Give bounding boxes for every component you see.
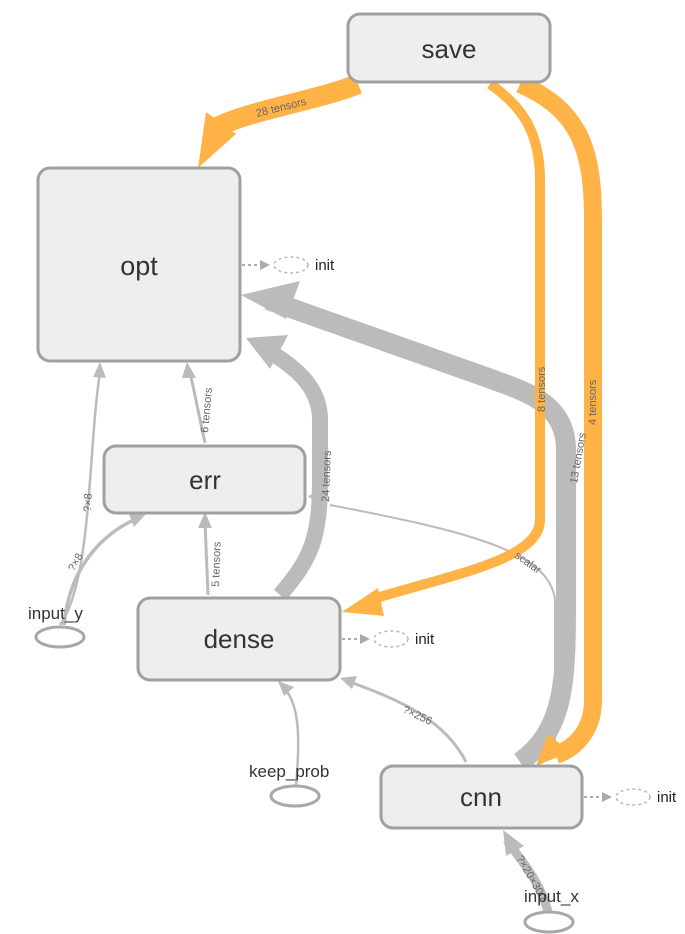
- edge-save-to-opt-arrowhead: [198, 112, 236, 168]
- edge-dense-to-err[interactable]: [203, 521, 210, 596]
- edge-label-input_y-opt: ?×8: [82, 493, 95, 512]
- edge-label-cnn-dense: ?×256: [401, 704, 434, 728]
- edge-label-err-opt: 6 tensors: [199, 387, 215, 434]
- node-input_x-label: input_x: [524, 887, 579, 906]
- opt-init[interactable]: init: [242, 256, 335, 274]
- edge-dense-to-opt[interactable]: [265, 345, 328, 601]
- edge-save-to-opt[interactable]: [210, 74, 362, 138]
- edge-dense-to-opt-arrowhead: [246, 335, 288, 369]
- node-err[interactable]: err: [102, 444, 307, 515]
- node-input_y-label: input_y: [28, 604, 83, 623]
- node-opt[interactable]: opt: [36, 166, 242, 363]
- edge-dense-to-err-arrowhead: [198, 512, 212, 528]
- node-input_y[interactable]: input_y: [28, 604, 86, 649]
- edge-label-dense-err: 5 tensors: [210, 541, 224, 587]
- node-save-label: save: [422, 34, 477, 64]
- edge-save-to-dense-arrowhead: [342, 588, 384, 616]
- edge-save-to-dense[interactable]: [368, 79, 545, 605]
- node-keep_prob-ellipse[interactable]: [269, 784, 321, 808]
- edge-cnn-to-opt[interactable]: [264, 290, 576, 771]
- node-cnn[interactable]: cnn: [379, 764, 584, 830]
- edge-err-to-opt-arrowhead: [182, 362, 196, 378]
- init-node-cnn[interactable]: [615, 788, 651, 806]
- node-err-label: err: [189, 465, 221, 495]
- edge-label-err-cnn: scalar: [512, 550, 543, 577]
- edge-input_y-to-err-arrowhead: [129, 514, 146, 527]
- edge-err-to-opt[interactable]: [188, 371, 207, 444]
- edge-cnn-to-dense-arrowhead: [340, 676, 357, 689]
- edge-err-to-cnn[interactable]: [329, 504, 556, 752]
- init-node-opt[interactable]: [273, 256, 309, 274]
- node-keep_prob[interactable]: keep_prob: [249, 762, 329, 808]
- init-label-cnn: init: [657, 789, 677, 806]
- node-input_x-ellipse[interactable]: [523, 910, 575, 934]
- edge-label-dense-opt: 24 tensors: [320, 450, 334, 502]
- edge-label-save-dense: 8 tensors: [536, 366, 548, 412]
- edge-keep_prob-to-dense[interactable]: [283, 687, 300, 787]
- edge-cnn-to-opt-arrowhead: [241, 281, 300, 319]
- edge-input_y-to-opt-arrowhead: [93, 362, 106, 378]
- init-node-dense[interactable]: [373, 630, 409, 648]
- edge-input_y-to-opt[interactable]: [58, 371, 102, 626]
- edge-err-to-cnn-arrowhead: [308, 490, 322, 508]
- edge-label-save-cnn: 4 tensors: [587, 379, 599, 425]
- edge-input_x-to-cnn-arrowhead: [503, 830, 524, 856]
- init-label-opt: init: [315, 257, 335, 274]
- cnn-init[interactable]: init: [584, 788, 677, 806]
- edge-save-to-cnn[interactable]: [516, 75, 602, 764]
- node-keep_prob-label: keep_prob: [249, 762, 329, 781]
- node-cnn-label: cnn: [460, 782, 502, 812]
- node-opt-label: opt: [120, 251, 158, 281]
- node-input_x[interactable]: input_x: [523, 887, 579, 934]
- init-label-dense: init: [415, 631, 435, 648]
- edge-cnn-to-dense[interactable]: [349, 680, 468, 763]
- edge-input_y-to-err[interactable]: [62, 516, 139, 626]
- edge-keep_prob-to-dense-arrowhead: [278, 681, 294, 696]
- node-save[interactable]: save: [346, 12, 552, 84]
- edge-save-to-cnn-arrowhead: [536, 734, 570, 766]
- dense-init[interactable]: init: [342, 630, 435, 648]
- node-input_y-ellipse[interactable]: [34, 625, 86, 649]
- node-dense-label: dense: [204, 624, 275, 654]
- node-dense[interactable]: dense: [136, 596, 342, 682]
